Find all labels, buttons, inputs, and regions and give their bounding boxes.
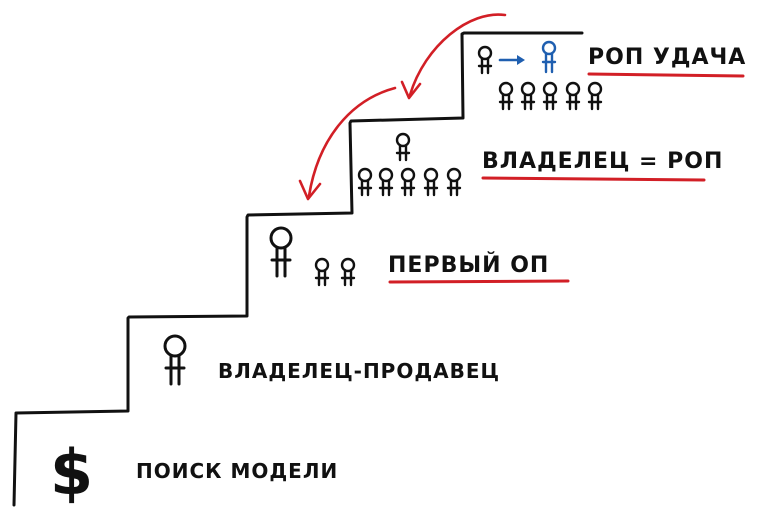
step-underline-head-success [587,72,745,78]
person-icon [163,334,187,386]
step-owner-seller: ВЛАДЕЛЕЦ-ПРОДАВЕЦ [163,334,500,386]
return-arrow-middle [298,86,397,201]
step-label-owner-seller: ВЛАДЕЛЕЦ-ПРОДАВЕЦ [218,359,500,383]
step-underline-first-dept [388,279,570,284]
handoff-arrow-head [517,55,525,65]
person-handoff-icon [477,40,603,111]
step-label-head-success: РОП УДАЧА [588,45,746,70]
return-arrow-top [400,13,507,100]
step-owner-head: ВЛАДЕЛЕЦ = РОП [357,132,723,197]
step-search-model: $ ПОИСК МОДЕЛИ [50,436,338,509]
dollar-icon: $ [50,436,94,509]
step-first-dept: ПЕРВЫЙ ОП [269,226,570,287]
staircase-outline [12,31,584,507]
step-head-success: РОП УДАЧА [477,40,746,111]
step-label-owner-head: ВЛАДЕЛЕЦ = РОП [482,149,723,174]
step-underline-owner-head [481,176,706,182]
person-team-icon [357,132,462,197]
step-label-search-model: ПОИСК МОДЕЛИ [136,459,338,483]
step-label-first-dept: ПЕРВЫЙ ОП [388,252,549,278]
person-group-icon [269,226,356,287]
blue-person-icon [541,40,557,74]
